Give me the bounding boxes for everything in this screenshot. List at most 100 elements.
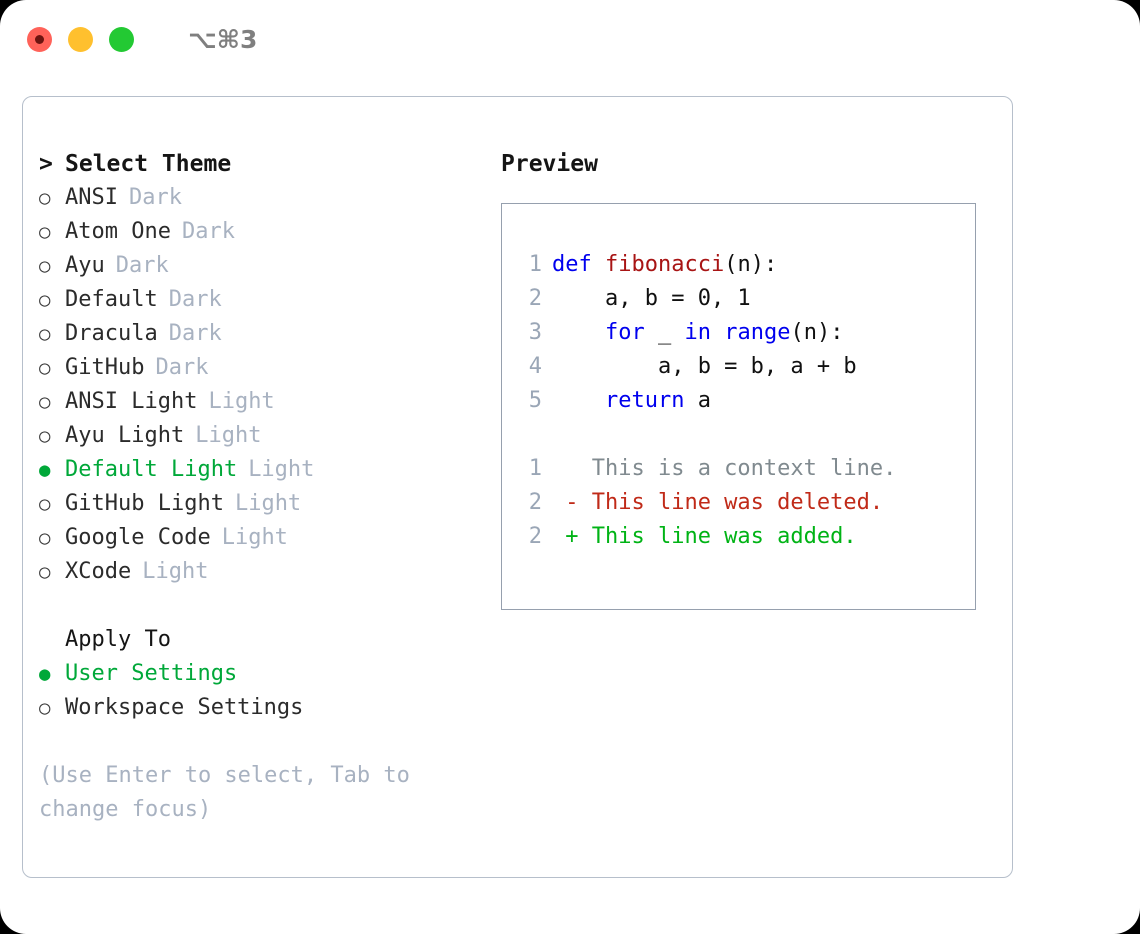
- code-token: a, b = 0, 1: [552, 286, 751, 311]
- theme-option-label: GitHub: [65, 355, 145, 380]
- theme-option-label: Default Light: [65, 457, 238, 482]
- apply-to-option-workspace-settings[interactable]: ○ Workspace Settings: [39, 691, 489, 725]
- code-line-number: 4: [528, 354, 542, 379]
- theme-option-label: Dracula: [65, 321, 158, 346]
- theme-option-github[interactable]: ○ GitHub Dark: [39, 351, 489, 385]
- minimize-button[interactable]: [68, 26, 93, 52]
- theme-option-category: Dark: [128, 185, 182, 210]
- code-token: [552, 320, 605, 345]
- zoom-button[interactable]: [109, 26, 134, 52]
- code-diff-spacer: [516, 418, 975, 452]
- prompt-caret-icon: >: [39, 151, 53, 177]
- diff-line-text: + This line was added.: [552, 524, 857, 549]
- theme-option-label: ANSI Light: [65, 389, 198, 414]
- theme-option-category: Light: [195, 423, 262, 448]
- section-spacer: [39, 589, 489, 623]
- code-line-number: 3: [528, 320, 542, 345]
- radio-selected-icon: ●: [39, 663, 51, 685]
- radio-unselected-icon: ○: [39, 391, 51, 413]
- theme-option-label: Ayu Light: [65, 423, 185, 448]
- apply-to-option-user-settings[interactable]: ● User Settings: [39, 657, 489, 691]
- diff-line-number: 2: [528, 490, 542, 515]
- code-token: in: [684, 320, 711, 345]
- theme-option-xcode[interactable]: ○ XCode Light: [39, 555, 489, 589]
- keyboard-hint-text: (Use Enter to select, Tab to change focu…: [39, 763, 424, 822]
- code-token: [711, 320, 724, 345]
- apply-to-title: Apply To: [65, 627, 171, 652]
- code-token: fibonacci: [604, 252, 725, 277]
- diff-line: 2 - This line was deleted.: [516, 486, 975, 520]
- theme-option-label: Atom One: [65, 219, 171, 244]
- code-token: return: [604, 388, 685, 413]
- theme-option-category: Dark: [168, 321, 222, 346]
- code-line-number: 5: [528, 388, 542, 413]
- code-token: a: [684, 388, 711, 413]
- theme-option-dracula[interactable]: ○ Dracula Dark: [39, 317, 489, 351]
- select-theme-title: Select Theme: [65, 151, 232, 177]
- code-token: (n):: [724, 252, 778, 277]
- code-line-number: 2: [528, 286, 542, 311]
- code-token: [552, 388, 605, 413]
- keyboard-shortcut-label: ⌥⌘3: [188, 24, 258, 54]
- theme-option-github-light[interactable]: ○ GitHub Light Light: [39, 487, 489, 521]
- theme-option-default-light[interactable]: ● Default Light Light: [39, 453, 489, 487]
- theme-option-google-code[interactable]: ○ Google Code Light: [39, 521, 489, 555]
- radio-unselected-icon: ○: [39, 493, 51, 515]
- diff-line-number: 2: [528, 524, 542, 549]
- code-line: 3 for _ in range(n):: [516, 316, 975, 350]
- theme-option-label: Google Code: [65, 525, 211, 550]
- theme-option-category: Dark: [115, 253, 169, 278]
- theme-option-label: GitHub Light: [65, 491, 224, 516]
- theme-option-label: XCode: [65, 559, 132, 584]
- theme-option-label: Ayu: [65, 253, 105, 278]
- radio-unselected-icon: ○: [39, 221, 51, 243]
- radio-unselected-icon: ○: [39, 323, 51, 345]
- diff-line: 1 This is a context line.: [516, 452, 975, 486]
- radio-unselected-icon: ○: [39, 357, 51, 379]
- code-token: for: [604, 320, 645, 345]
- code-token: _: [644, 320, 685, 345]
- diff-line-text: This is a context line.: [552, 456, 897, 481]
- code-line: 1 def fibonacci(n):: [516, 248, 975, 282]
- apply-to-option-label: Workspace Settings: [65, 695, 304, 720]
- theme-option-ansi-light[interactable]: ○ ANSI Light Light: [39, 385, 489, 419]
- theme-option-category: Light: [248, 457, 315, 482]
- theme-option-label: Default: [65, 287, 158, 312]
- radio-unselected-icon: ○: [39, 289, 51, 311]
- code-line-number: 1: [528, 252, 542, 277]
- theme-option-category: Light: [208, 389, 275, 414]
- theme-option-category: Light: [142, 559, 209, 584]
- theme-option-category: Light: [234, 491, 302, 516]
- code-line: 2 a, b = 0, 1: [516, 282, 975, 316]
- radio-unselected-icon: ○: [39, 527, 51, 549]
- theme-option-category: Dark: [155, 355, 209, 380]
- diff-sample: 1 This is a context line.2 - This line w…: [516, 452, 975, 554]
- diff-line-number: 1: [528, 456, 542, 481]
- radio-unselected-icon: ○: [39, 697, 51, 719]
- theme-option-label: ANSI: [65, 185, 118, 210]
- code-line: 4 a, b = b, a + b: [516, 350, 975, 384]
- radio-unselected-icon: ○: [39, 561, 51, 583]
- diff-line: 2 + This line was added.: [516, 520, 975, 554]
- code-token: range: [724, 320, 791, 345]
- apply-to-option-label: User Settings: [65, 661, 238, 686]
- theme-option-category: Dark: [168, 287, 222, 312]
- theme-option-default[interactable]: ○ Default Dark: [39, 283, 489, 317]
- apply-to-list: ● User Settings ○ Workspace Settings: [39, 657, 489, 725]
- radio-selected-icon: ●: [39, 459, 51, 481]
- code-token: a, b = b, a + b: [552, 354, 857, 379]
- code-token: def: [552, 252, 605, 277]
- code-token: (n):: [790, 320, 844, 345]
- title-bar: ⌥⌘3: [0, 0, 1140, 78]
- close-button[interactable]: [27, 26, 52, 52]
- theme-option-category: Light: [221, 525, 288, 550]
